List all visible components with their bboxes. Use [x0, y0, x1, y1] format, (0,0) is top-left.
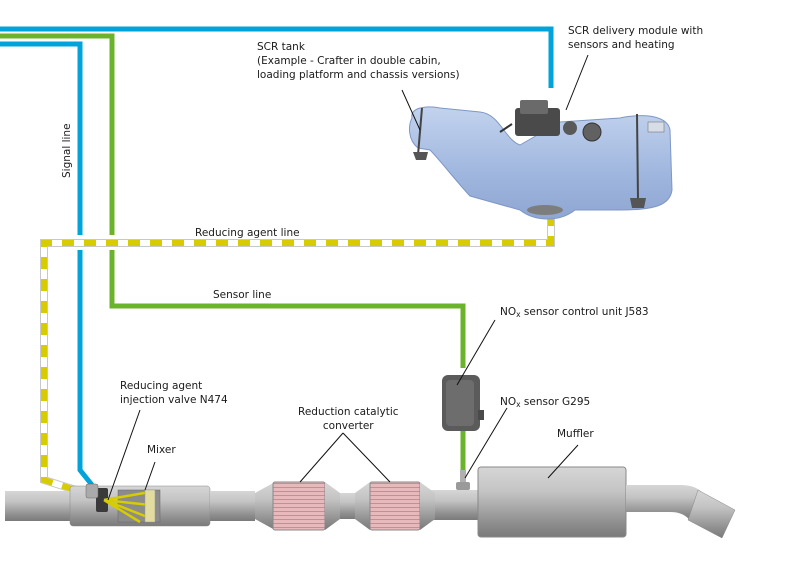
sensor-line-label: Sensor line [213, 289, 272, 301]
reducing-agent-line-label: Reducing agent line [195, 227, 300, 239]
nox-sensor-label-prefix: NO [500, 396, 517, 408]
injection-valve [85, 483, 108, 512]
mixer-label: Mixer [147, 444, 176, 456]
scr-tank-label-line1: SCR tank [257, 41, 305, 53]
scr-delivery-module [499, 100, 602, 142]
nox-control-unit-label: NOx sensor control unit J583 [500, 305, 649, 322]
reduction-catalytic-converter [255, 481, 435, 531]
catalytic-converter-label-line1: Reduction catalytic [298, 406, 399, 418]
signal-line [0, 26, 554, 487]
injection-valve-label: Reducing agent injection valve N474 [120, 379, 228, 407]
injection-valve-label-line1: Reducing agent [120, 380, 203, 392]
nox-sensor-label-suffix: sensor G295 [520, 396, 591, 408]
signal-line-label: Signal line [61, 123, 73, 178]
nox-sensor [456, 470, 470, 490]
catalytic-converter-label: Reduction catalytic converter [298, 405, 399, 433]
nox-control-unit-label-sub: x [516, 310, 521, 319]
scr-tank-label: SCR tank (Example - Crafter in double ca… [257, 40, 460, 82]
scr-tank-label-line2: (Example - Crafter in double cabin, [257, 55, 441, 67]
nox-sensor-label-sub: x [516, 400, 521, 409]
scr-tank [409, 106, 673, 220]
delivery-module-label: SCR delivery module with sensors and hea… [568, 24, 703, 52]
muffler-label: Muffler [557, 428, 594, 440]
nox-control-unit-label-prefix: NO [500, 306, 517, 318]
mixer [103, 489, 161, 524]
scr-tank-label-line3: loading platform and chassis versions) [257, 69, 460, 81]
leader-lines [107, 54, 589, 501]
delivery-module-label-line2: sensors and heating [568, 39, 675, 51]
injection-valve-label-line2: injection valve N474 [120, 394, 228, 406]
reducing-agent-line [40, 214, 555, 496]
delivery-module-label-line1: SCR delivery module with [568, 25, 704, 37]
nox-sensor-control-unit [442, 375, 484, 431]
nox-control-unit-label-suffix: sensor control unit J583 [520, 306, 649, 318]
nox-sensor-label: NOx sensor G295 [500, 395, 590, 412]
muffler [477, 466, 736, 539]
sensor-line [0, 33, 466, 470]
catalytic-converter-label-line2: converter [322, 420, 374, 432]
